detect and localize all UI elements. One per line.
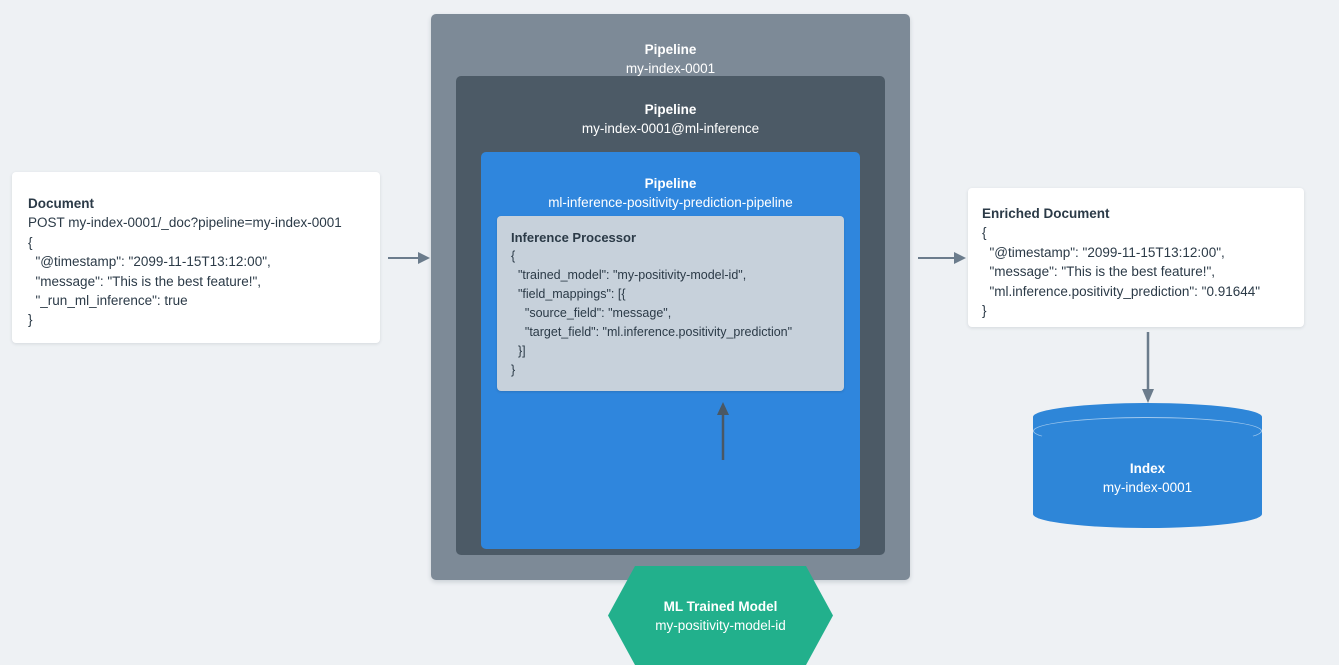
cylinder-lip xyxy=(1033,417,1262,445)
pipeline-inner-kind: Pipeline xyxy=(644,176,697,191)
enriched-body-line: { xyxy=(982,225,987,241)
index-title: Index xyxy=(1129,461,1166,476)
enriched-body-line: "message": "This is the best feature!", xyxy=(982,264,1216,280)
index-cylinder: Index my-index-0001 xyxy=(1033,403,1262,528)
diagram-canvas: Document POST my-index-0001/_doc?pipelin… xyxy=(12,14,1304,665)
document-body-line: "@timestamp": "2099-11-15T13:12:00", xyxy=(28,254,271,270)
enriched-body-line: "@timestamp": "2099-11-15T13:12:00", xyxy=(982,244,1225,260)
pipeline-outer-kind: Pipeline xyxy=(644,42,697,57)
pipeline-outer-name: my-index-0001 xyxy=(625,61,716,76)
enriched-body-line: } xyxy=(982,303,987,319)
processor-body-line: { xyxy=(511,249,516,263)
processor-body-line: "target_field": "ml.inference.positivity… xyxy=(511,325,793,339)
enriched-document-card: Enriched Document { "@timestamp": "2099-… xyxy=(968,188,1304,327)
pipeline-middle-kind: Pipeline xyxy=(644,102,697,117)
document-body-line: { xyxy=(28,234,33,250)
processor-body-line: }] xyxy=(511,344,526,358)
document-body-line: "_run_ml_inference": true xyxy=(28,293,188,309)
arrow-model-to-processor xyxy=(717,402,729,460)
pipeline-outer-header: Pipeline my-index-0001 xyxy=(431,40,910,78)
document-body-line: } xyxy=(28,312,33,328)
ml-model-title: ML Trained Model xyxy=(663,598,778,614)
processor-body-line: "trained_model": "my-positivity-model-id… xyxy=(511,268,747,282)
arrow-enriched-to-index xyxy=(1142,332,1154,403)
pipeline-middle: Pipeline my-index-0001@ml-inference Pipe… xyxy=(456,76,885,665)
document-card: Document POST my-index-0001/_doc?pipelin… xyxy=(12,172,380,343)
inference-processor-box: Inference Processor { "trained_model": "… xyxy=(497,216,844,391)
index-label: Index my-index-0001 xyxy=(1033,459,1262,497)
pipeline-inner-header: Pipeline ml-inference-positivity-predict… xyxy=(481,174,860,212)
pipeline-inner-name: ml-inference-positivity-prediction-pipel… xyxy=(548,195,793,210)
arrow-document-to-pipeline xyxy=(388,252,430,264)
pipeline-outer: Pipeline my-index-0001 Pipeline my-index… xyxy=(431,14,910,665)
ml-trained-model-hexagon: ML Trained Model my-positivity-model-id xyxy=(608,566,833,665)
processor-body-line: "field_mappings": [{ xyxy=(511,287,626,301)
arrow-pipeline-to-enriched xyxy=(918,252,966,264)
pipeline-middle-name: my-index-0001@ml-inference xyxy=(581,121,760,136)
pipeline-inner: Pipeline ml-inference-positivity-predict… xyxy=(481,152,860,665)
document-body-line: "message": "This is the best feature!", xyxy=(28,273,262,289)
processor-body-line: "source_field": "message", xyxy=(511,306,672,320)
enriched-body-line: "ml.inference.positivity_prediction": "0… xyxy=(982,283,1261,299)
document-card-title: Document xyxy=(28,196,95,211)
processor-body-line: } xyxy=(511,363,516,377)
enriched-card-title: Enriched Document xyxy=(982,206,1110,221)
ml-model-name: my-positivity-model-id xyxy=(655,617,786,633)
pipeline-middle-header: Pipeline my-index-0001@ml-inference xyxy=(456,100,885,138)
inference-processor-title: Inference Processor xyxy=(511,230,637,245)
document-request-line: POST my-index-0001/_doc?pipeline=my-inde… xyxy=(28,215,342,231)
index-name: my-index-0001 xyxy=(1102,480,1193,495)
